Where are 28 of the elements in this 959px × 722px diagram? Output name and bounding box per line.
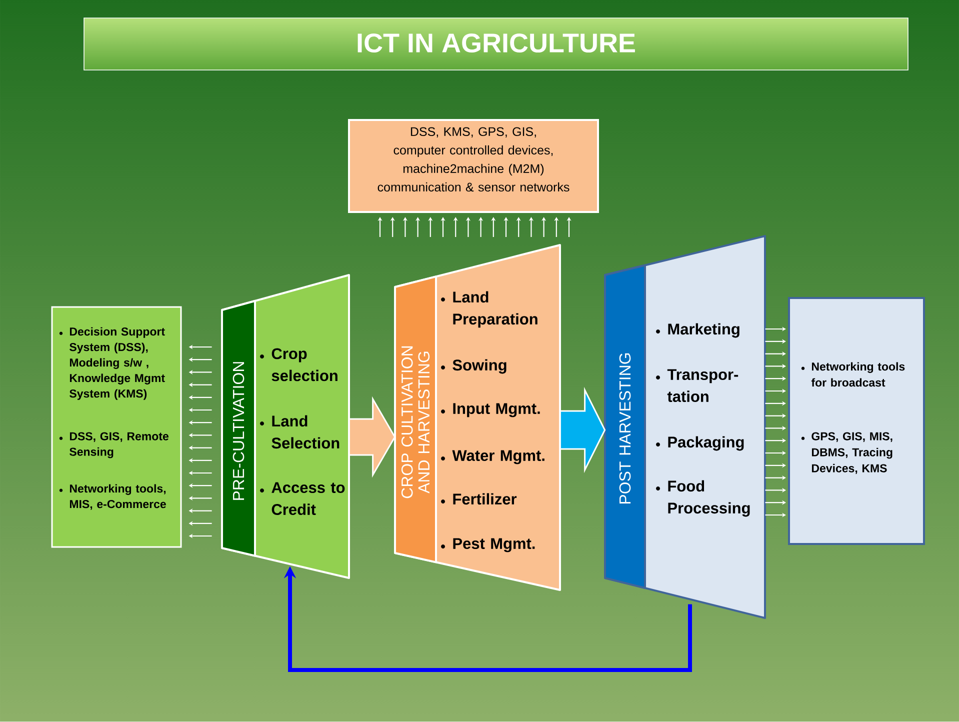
bullet-text: Crop selection: [260, 348, 338, 382]
bullet-text: Decision Support System (DSS), Modeling s/w , Knowledge Mgmt System (KMS): [59, 327, 165, 400]
bullet-text: Pest Mgmt.: [441, 538, 535, 552]
bullet-text: Water Mgmt.: [441, 450, 544, 464]
tools-box: [348, 119, 599, 213]
bullet-text: Packaging: [656, 436, 744, 451]
bullet-text: Land Preparation: [441, 291, 538, 328]
stage-label: CROP CULTIVATION AND HARVESTING: [401, 346, 430, 498]
bullet-text: Marketing: [656, 323, 740, 338]
bullet-text: Networking tools for broadcast: [801, 362, 905, 387]
bullet-text: Food Processing: [656, 480, 750, 517]
box-text: DSS, KMS, GPS, GIS, computer controlled devices, machine2machine (M2M) communication & sensor networks: [378, 127, 570, 192]
bullet-text: Sowing: [441, 359, 506, 374]
bullet-text: Input Mgmt.: [441, 403, 540, 418]
block-arrow: [348, 396, 396, 478]
bullet-text: Fertilizer: [441, 493, 517, 505]
bullet-text: Transpor- tation: [656, 369, 738, 402]
tools-box: [788, 297, 925, 545]
stage-label: POST HARVESTING: [619, 353, 631, 504]
bullet-text: Land Selection: [260, 415, 340, 449]
stage-label: PRE-CULTIVATION: [232, 362, 244, 500]
bullet-text: Networking tools, MIS, e-Commerce: [59, 484, 166, 510]
title-banner: ICT IN AGRICULTURE: [84, 18, 908, 70]
bullet-text: Access to Credit: [260, 482, 345, 516]
bullet-text: GPS, GIS, MIS, DBMS, Tracing Devices, KMS: [801, 432, 892, 474]
bullet-text: DSS, GIS, Remote Sensing: [59, 432, 168, 458]
block-arrow: [559, 386, 606, 474]
tools-box: [51, 306, 182, 548]
